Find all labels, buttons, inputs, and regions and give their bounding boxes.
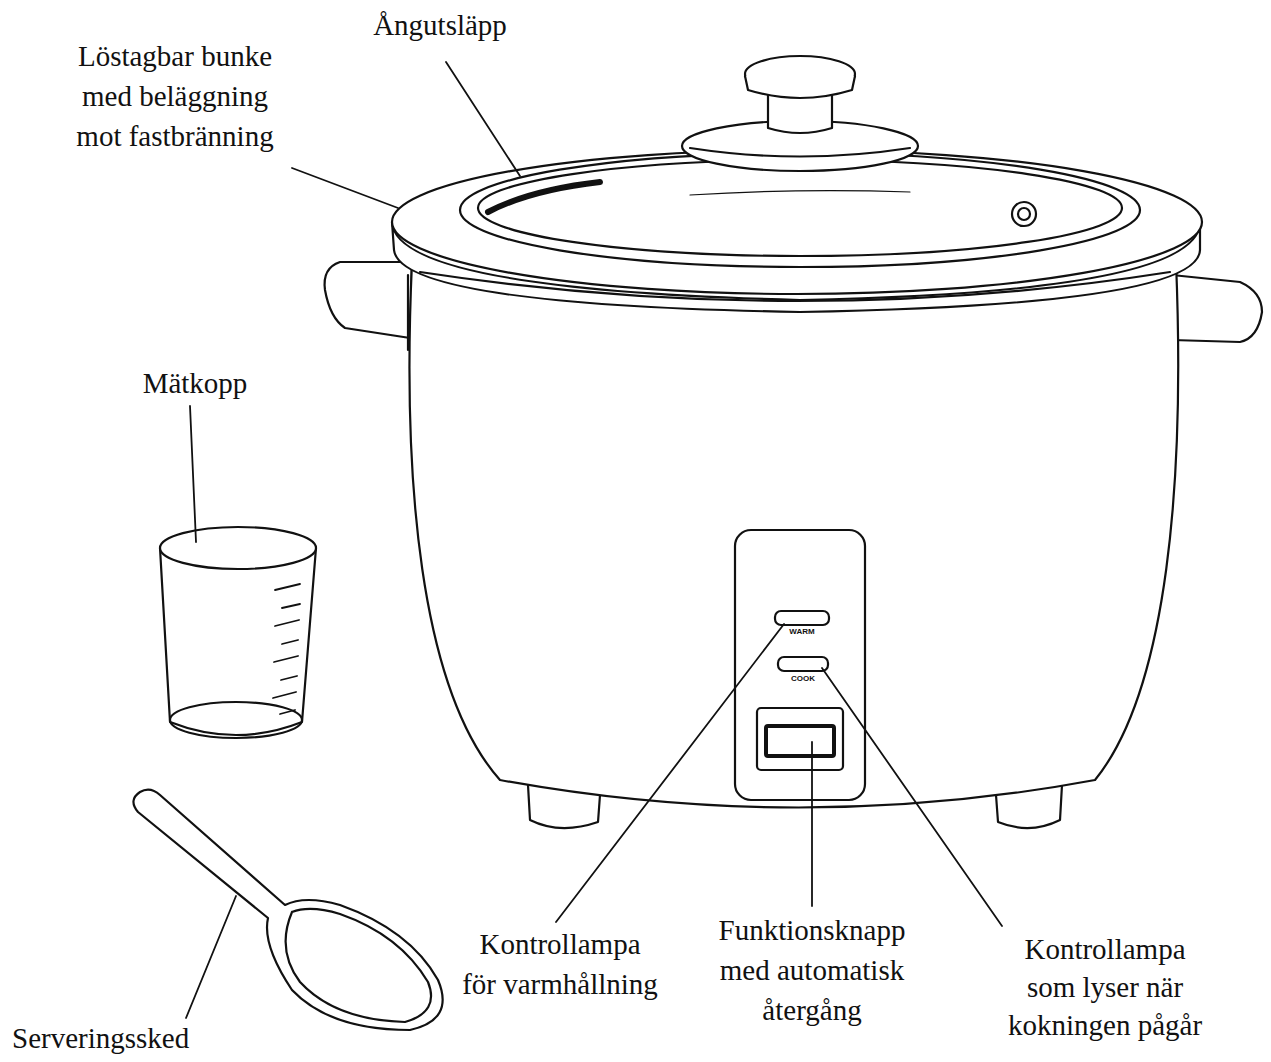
leader-line (822, 668, 1002, 926)
part-label: Serveringssked (12, 1020, 189, 1056)
part-label: Kontrollampa för varmhållning (462, 924, 658, 1004)
leader-lines (186, 62, 1002, 1018)
steam-vent-inner (1018, 208, 1030, 220)
cooker-body (409, 262, 1178, 808)
switch-lever (766, 726, 834, 756)
label-line: som lyser när (1008, 968, 1202, 1006)
cup-rim (160, 527, 316, 569)
part-label: Funktionsknapp med automatisk återgång (719, 910, 906, 1030)
label-line: med beläggning (76, 76, 273, 116)
handle (325, 262, 412, 338)
label-line: med automatisk (719, 950, 906, 990)
lid-line (690, 191, 910, 195)
label-line: återgång (719, 990, 906, 1030)
warm-lamp (775, 611, 829, 625)
lid-highlight (488, 182, 600, 212)
cook-lamp (778, 657, 828, 671)
label-line: kokningen pågår (1008, 1006, 1202, 1044)
leader-line (556, 624, 784, 922)
spoon-bowl (286, 909, 431, 1022)
label-line: Funktionsknapp (719, 910, 906, 950)
part-label: Kontrollampa som lyser när kokningen påg… (1008, 930, 1202, 1044)
part-label: Löstagbar bunke med beläggning mot fastb… (76, 36, 273, 156)
serving-spoon (133, 790, 442, 1030)
label-line: WARM (789, 627, 814, 637)
handle (1172, 275, 1262, 342)
label-line: Mätkopp (143, 364, 248, 402)
control-panel (735, 530, 865, 800)
lid-edge (478, 160, 1122, 256)
leader-line (190, 406, 196, 542)
label-line: Kontrollampa (462, 924, 658, 964)
knob-side (745, 76, 855, 98)
label-line: Löstagbar bunke (76, 36, 273, 76)
leader-line (292, 168, 398, 208)
label-line: Kontrollampa (1008, 930, 1202, 968)
leader-line (446, 62, 520, 176)
leader-line (811, 742, 813, 906)
label-line: Ångutsläpp (373, 6, 507, 44)
part-label: Mätkopp (143, 364, 248, 402)
leader-line (186, 896, 236, 1018)
panel-marking: COOK (791, 674, 815, 684)
label-line: för varmhållning (462, 964, 658, 1004)
rim-line (420, 272, 1170, 301)
label-line: mot fastbränning (76, 116, 273, 156)
steam-vent (1012, 202, 1036, 226)
label-line: Serveringssked (12, 1020, 189, 1056)
panel-marking: WARM (789, 627, 814, 637)
part-label: Ångutsläpp (373, 6, 507, 44)
measuring-cup (160, 548, 316, 735)
cup-graduation (273, 584, 300, 714)
knob-base-line (690, 148, 910, 157)
label-line: COOK (791, 674, 815, 684)
cup-bottom (170, 702, 302, 738)
function-switch (757, 708, 843, 770)
